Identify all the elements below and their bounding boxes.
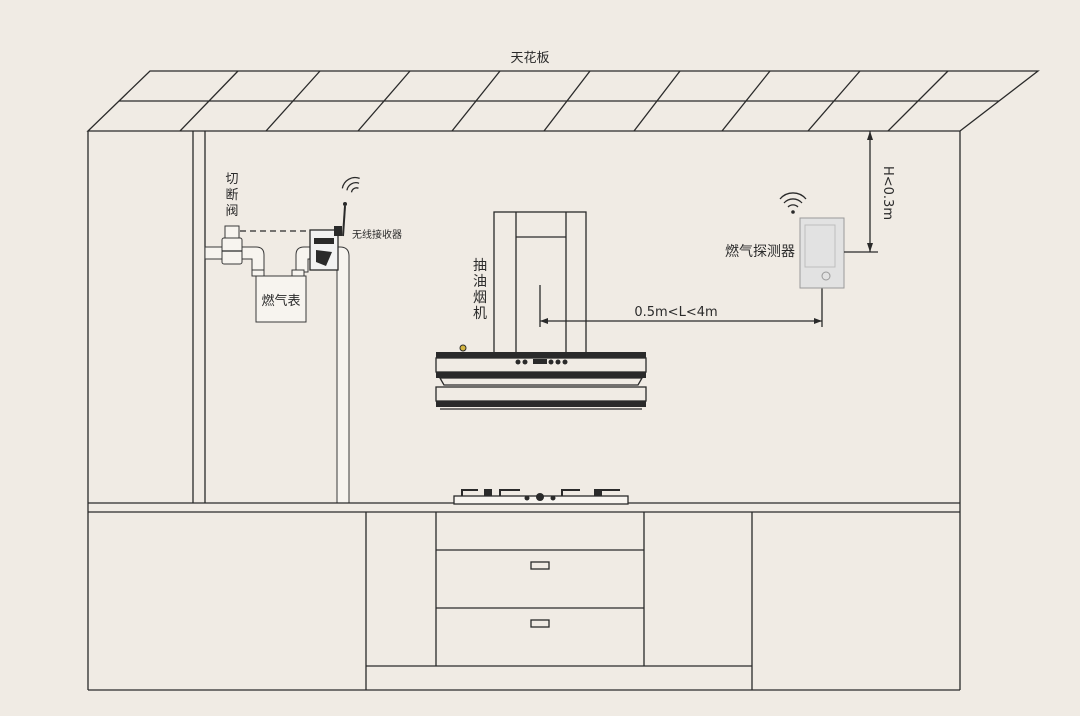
ceiling-label: 天花板: [510, 50, 549, 66]
height-dimension-line: [844, 131, 878, 253]
range-hood: [435, 211, 647, 410]
wall-outline: [87, 131, 961, 690]
detector-wifi-icon: [779, 192, 807, 214]
shutoff-valve-label-1: 切: [225, 172, 238, 187]
range-hood-label-2: 油: [473, 274, 487, 290]
gas-detector-label: 燃气探测器: [725, 243, 795, 260]
gas-meter: [251, 269, 307, 323]
ceiling-grid: [86, 70, 1040, 132]
gas-detector: [799, 217, 845, 289]
distance-rule-label: 0.5m<L<4m: [634, 305, 717, 320]
shutoff-valve-label-2: 断: [225, 188, 238, 203]
gas-pipe-network: [204, 246, 350, 504]
shutoff-valve-label-3: 阀: [225, 204, 238, 219]
range-hood-label-1: 抽: [473, 258, 487, 274]
gas-meter-label: 燃气表: [261, 293, 300, 309]
height-rule-label: H<0.3m: [880, 166, 895, 220]
receiver-wifi-icon: [341, 176, 360, 193]
wireless-receiver-label: 无线接收器: [352, 228, 402, 241]
distance-dimension-line: [539, 285, 823, 327]
base-cabinets: [88, 512, 960, 691]
range-hood-label-3: 烟: [473, 290, 487, 306]
gas-stove: [453, 489, 629, 505]
drawer-handle: [530, 561, 550, 570]
antenna-icon: [342, 202, 347, 237]
gas-pipe-vertical-left: [192, 131, 206, 503]
range-hood-label-4: 机: [473, 306, 487, 322]
shutoff-valve: [221, 225, 243, 265]
drawer-handle: [530, 619, 550, 628]
wireless-receiver: [309, 226, 342, 271]
